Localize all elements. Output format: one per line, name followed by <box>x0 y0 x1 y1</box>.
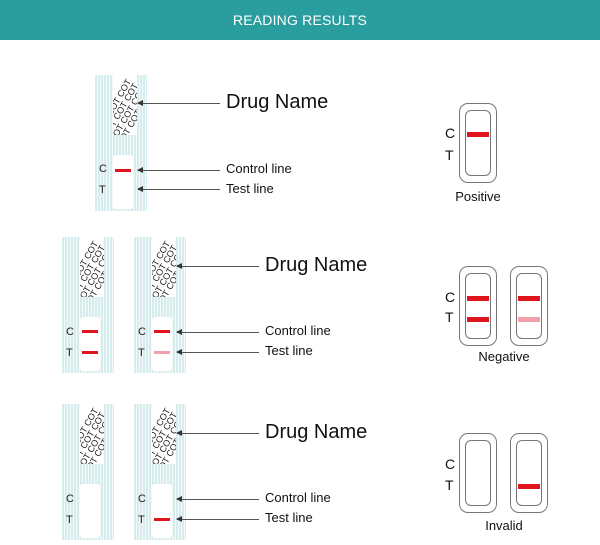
t-label: T <box>99 184 106 196</box>
cassette-invalid-test-only <box>510 433 548 513</box>
test-line-mark <box>467 317 489 322</box>
test-strip: COT COT COT COT COT COT COT COT COT COT … <box>62 237 114 373</box>
test-line-mark <box>518 484 540 489</box>
t-label: T <box>445 477 454 493</box>
test-line-label: Test line <box>265 510 313 525</box>
t-label: T <box>138 347 145 359</box>
faint-test-line-mark <box>154 351 170 354</box>
control-line-mark <box>518 296 540 301</box>
c-label: C <box>66 493 74 505</box>
control-line-label: Control line <box>265 323 331 338</box>
c-label: C <box>445 289 456 305</box>
control-line-mark <box>467 132 489 137</box>
result-window <box>80 317 100 371</box>
arrow <box>176 430 259 436</box>
control-line-label: Control line <box>226 161 292 176</box>
drug-name-label: Drug Name <box>265 254 368 276</box>
c-label: C <box>66 326 74 338</box>
test-strip: COT COT COT COT COT COT COT COT COT COT … <box>62 404 114 540</box>
test-line-mark <box>82 351 98 354</box>
arrow <box>176 516 259 522</box>
control-line-mark <box>82 330 98 333</box>
test-line-mark <box>154 518 170 521</box>
arrow <box>176 496 259 502</box>
t-label: T <box>66 347 73 359</box>
drug-label-area: COT COT COT COT COT COT COT COT COT COT … <box>80 404 104 464</box>
header-title: READING RESULTS <box>232 12 368 28</box>
c-label: C <box>445 456 456 472</box>
test-strip: COT COT COT COT COT COT COT COT COT COT … <box>134 404 186 540</box>
result-window <box>152 317 172 371</box>
t-label: T <box>138 514 145 526</box>
cassette-invalid <box>459 433 497 513</box>
drug-name-label: Drug Name <box>226 91 329 113</box>
arrow <box>176 329 259 335</box>
test-strip: COT COT COT COT COT COT COT COT COT COT … <box>134 237 186 373</box>
negative-caption: Negative <box>478 349 530 364</box>
t-label: T <box>66 514 73 526</box>
drug-label-area: COT COT COT COT COT COT COT COT COT COT … <box>113 75 137 135</box>
c-label: C <box>138 326 146 338</box>
test-strip: COT COT COT COT COT COT COT COT COT COT … <box>95 75 147 211</box>
result-window <box>152 484 172 538</box>
control-line-label: Control line <box>265 490 331 505</box>
arrow <box>176 263 259 269</box>
arrow <box>137 100 220 106</box>
c-label: C <box>138 493 146 505</box>
control-line-mark <box>154 330 170 333</box>
header-banner: READING RESULTS <box>0 0 600 40</box>
test-line-label: Test line <box>226 181 274 196</box>
result-window <box>80 484 100 538</box>
cassette-negative-faint <box>510 266 548 346</box>
drug-name-label: Drug Name <box>265 421 368 443</box>
positive-caption: Positive <box>455 189 501 204</box>
arrow <box>176 349 259 355</box>
cassette-positive <box>459 103 497 183</box>
drug-label-area: COT COT COT COT COT COT COT COT COT COT … <box>80 237 104 297</box>
test-line-label: Test line <box>265 343 313 358</box>
drug-label-area: COT COT COT COT COT COT COT COT COT COT … <box>152 404 176 464</box>
c-label: C <box>445 125 456 141</box>
t-label: T <box>445 309 454 325</box>
arrow <box>137 167 220 173</box>
c-label: C <box>99 163 107 175</box>
invalid-caption: Invalid <box>485 518 523 533</box>
faint-test-line-mark <box>518 317 540 322</box>
t-label: T <box>445 147 454 163</box>
result-window <box>113 155 133 209</box>
cassette-negative <box>459 266 497 346</box>
control-line-mark <box>115 169 131 172</box>
arrow <box>137 186 220 192</box>
control-line-mark <box>467 296 489 301</box>
drug-label-area: COT COT COT COT COT COT COT COT COT COT … <box>152 237 176 297</box>
